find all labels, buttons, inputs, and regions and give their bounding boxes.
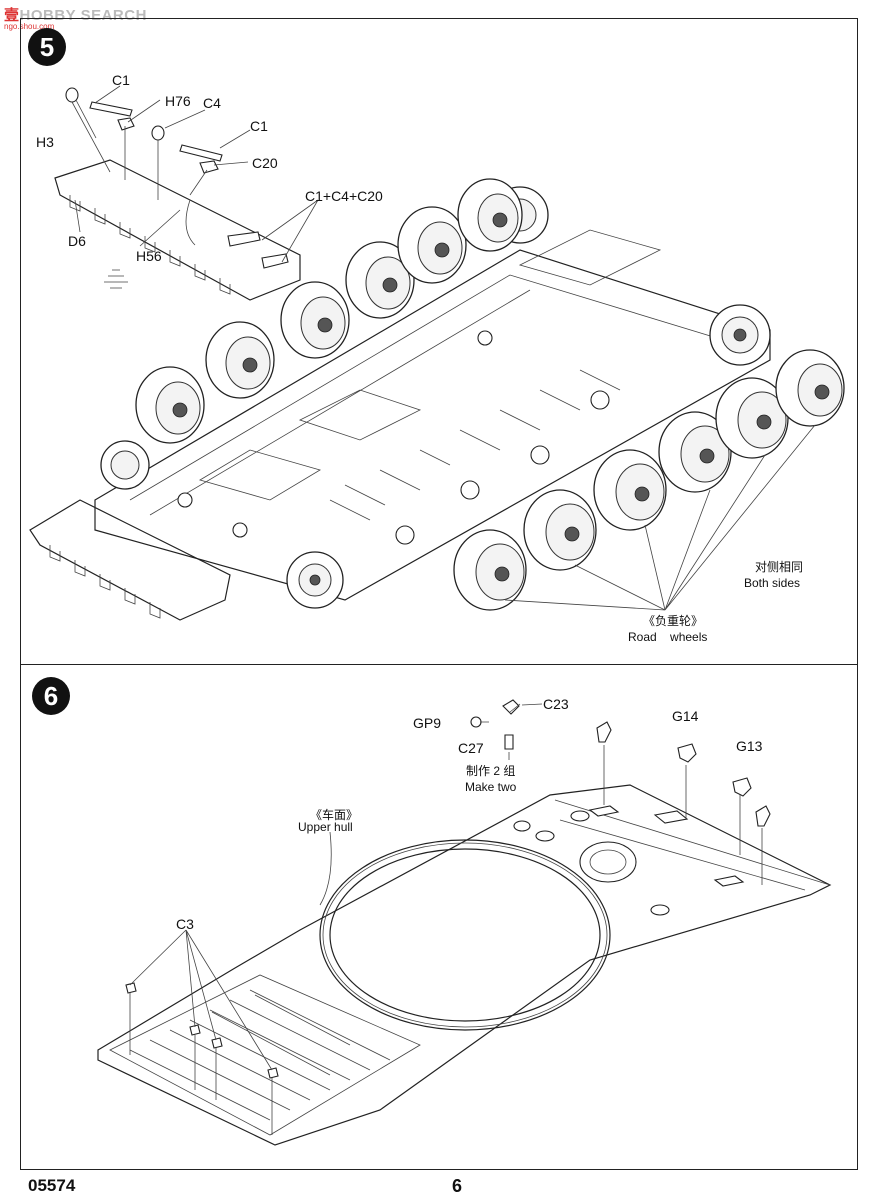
label-g13: G13 (736, 738, 763, 754)
label-c20: C20 (252, 155, 278, 171)
step6-upper-hull (97, 699, 832, 1146)
label-c3: C3 (176, 916, 194, 932)
label-c1-top: C1 (112, 72, 130, 88)
page-number: 6 (452, 1176, 463, 1196)
label-h76: H76 (165, 93, 191, 109)
label-c27: C27 (458, 740, 484, 756)
step-6-badge: 6 (32, 677, 70, 715)
watermark-logo: 壹HOBBY SEARCH (4, 7, 147, 24)
watermark-url: ngo.shou.com (4, 22, 55, 31)
label-c1-mid: C1 (250, 118, 268, 134)
step5-road-wheels (135, 178, 845, 611)
both-sides-en: Both sides (744, 576, 801, 590)
upper-hull-cn: 《车面》 (310, 808, 359, 822)
step5-track-bracket-detail (54, 85, 319, 301)
step5-chassis-lower-hull (29, 186, 771, 621)
make-two-en: Make two (465, 780, 517, 794)
step-divider (20, 664, 858, 665)
product-code: 05574 (28, 1176, 76, 1195)
both-sides-cn: 对侧相同 (755, 560, 804, 574)
label-h56: H56 (136, 248, 162, 264)
page-frame (20, 18, 858, 1170)
road-wheels-cn: 《负重轮》 (643, 614, 704, 628)
step-5-badge: 5 (28, 28, 66, 66)
label-g14: G14 (672, 708, 699, 724)
road-wheels-en: Road wheels (628, 630, 708, 644)
label-c23: C23 (543, 696, 569, 712)
make-two-cn: 制作 2 组 (466, 764, 516, 778)
label-gp9: GP9 (413, 715, 442, 731)
label-d6: D6 (68, 233, 86, 249)
upper-hull-en: Upper hull (298, 820, 353, 834)
label-c4: C4 (203, 95, 221, 111)
label-c1-c4-c20: C1+C4+C20 (305, 188, 383, 204)
label-h3: H3 (36, 134, 54, 150)
